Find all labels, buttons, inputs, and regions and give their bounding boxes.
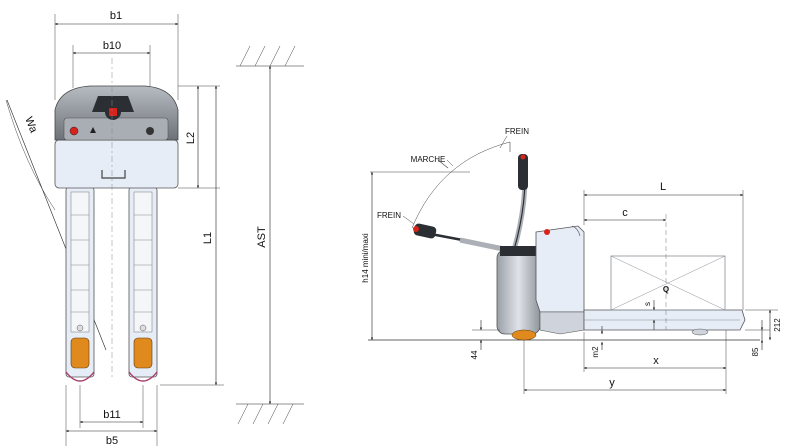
tiller-upright	[511, 154, 528, 251]
dimension-l1: L1	[160, 85, 224, 386]
dimension-label-b5: b5	[106, 435, 118, 447]
dimension-b1: b1	[54, 10, 179, 100]
dimension-s: s	[643, 300, 656, 330]
dimension-label-l1: L1	[202, 232, 214, 244]
dimension-label-b1: b1	[110, 10, 122, 22]
dimension-ast: AST	[236, 45, 304, 425]
dimension-label-c: c	[622, 207, 628, 219]
truck-body-front	[54, 85, 179, 189]
dimension-label-b11: b11	[103, 409, 121, 421]
dimension-y: y	[523, 340, 727, 394]
front-view: b1 b10 Wa	[5, 10, 304, 447]
dimension-label-l: L	[660, 181, 666, 193]
left-fork	[65, 186, 95, 382]
dimension-label-l2: L2	[185, 132, 197, 144]
dimension-85: 85	[745, 320, 770, 356]
tiller-arc	[411, 141, 511, 229]
dimension-label-212: 212	[773, 318, 782, 332]
fork-side	[583, 309, 746, 336]
label-marche: MARCHE	[411, 155, 446, 164]
dimension-m2: m2	[591, 326, 604, 358]
dimension-label-44: 44	[470, 350, 479, 359]
dimension-label-b10: b10	[103, 40, 121, 52]
dimension-l2: L2	[178, 85, 220, 189]
dimension-212: 212	[745, 309, 782, 341]
dimension-label-h14: h14 mini/maxi	[361, 233, 370, 283]
dimension-b11: b11	[79, 385, 144, 428]
dimension-x: x	[583, 330, 727, 372]
dimension-h14: h14 mini/maxi	[361, 171, 470, 341]
dimension-label-85: 85	[751, 347, 760, 356]
dimension-label-x: x	[653, 355, 659, 367]
right-fork	[128, 186, 158, 382]
load-box: Q	[610, 255, 726, 311]
dimension-label-ast: AST	[256, 226, 268, 248]
dimension-44: 44	[470, 320, 500, 359]
label-frein-left: FREIN	[377, 211, 401, 220]
label-frein-top: FREIN	[505, 127, 529, 136]
dimension-label-s: s	[643, 302, 652, 306]
dimension-label-wa: Wa	[22, 115, 39, 135]
dimension-label-m2: m2	[591, 346, 600, 358]
dimension-b10: b10	[72, 40, 151, 88]
dimension-c: c	[583, 207, 667, 222]
tiller-lowered	[413, 223, 509, 253]
dimension-label-y: y	[609, 377, 615, 389]
side-view: h14 mini/maxi FREIN MARCHE FREIN	[361, 127, 782, 394]
dimension-b5: b5	[65, 385, 158, 447]
truck-chassis-side	[496, 225, 585, 341]
